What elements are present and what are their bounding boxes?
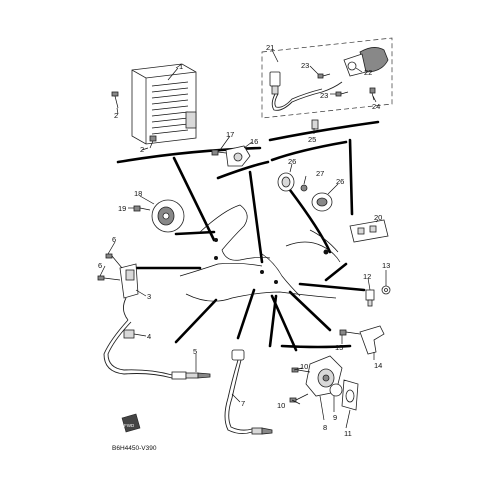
bracket-14 — [359, 325, 385, 355]
callout-19: 19 — [118, 204, 126, 213]
callout-26b: 26 — [336, 177, 344, 186]
leader-sensor-10 — [270, 294, 298, 352]
callout-16: 16 — [250, 137, 258, 146]
callout-23a: 23 — [301, 61, 309, 70]
oring-9 — [329, 383, 343, 397]
sensor-18 — [151, 199, 185, 233]
callout-4: 4 — [147, 332, 151, 341]
callout-18: 18 — [134, 189, 142, 198]
leader-sensor-12 — [298, 282, 366, 292]
fwd-label: FWD — [124, 423, 135, 428]
callout-14: 14 — [374, 361, 382, 370]
connector-dot — [260, 270, 264, 274]
clamp-4 — [123, 329, 135, 339]
clip-25 — [311, 119, 319, 130]
bolt-2a — [111, 91, 119, 109]
callout-5: 5 — [193, 347, 197, 356]
separator-bottom-right — [280, 344, 352, 349]
harness-outline — [179, 204, 341, 302]
part-22-sensor-housing — [343, 47, 389, 77]
callout-20: 20 — [374, 213, 382, 222]
callout-9: 9 — [333, 413, 337, 422]
callout-1: 1 — [179, 62, 183, 71]
callout-25: 25 — [308, 135, 316, 144]
bolt-6b — [97, 275, 121, 281]
bolt-2b — [149, 135, 157, 149]
separator-mid-right — [270, 140, 348, 162]
sensor-26a — [277, 172, 295, 192]
separator-top-right — [268, 120, 380, 142]
callout-23b: 23 — [320, 91, 328, 100]
bolt-15 — [339, 329, 361, 336]
bolt-6a — [105, 253, 123, 269]
nut-27 — [300, 184, 308, 192]
callout-7: 7 — [241, 399, 245, 408]
callout-10b: 10 — [277, 401, 285, 410]
leader-sensor-5 — [236, 288, 256, 340]
sensor-26b — [311, 192, 333, 212]
callout-17: 17 — [226, 130, 234, 139]
callout-24: 24 — [372, 102, 380, 111]
callout-27: 27 — [316, 169, 324, 178]
screw-23b — [335, 91, 349, 97]
callout-21: 21 — [266, 43, 274, 52]
bolt-19 — [133, 205, 151, 212]
callout-leaders — [99, 49, 387, 429]
leader-sensor-26 — [288, 188, 332, 254]
callout-3: 3 — [147, 292, 151, 301]
callout-labels: 1 2 2 3 4 5 6 6 7 8 9 10 10 11 12 13 14 … — [98, 43, 390, 438]
part-21-harness — [269, 71, 343, 111]
callout-10a: 10 — [300, 362, 308, 371]
callout-15: 15 — [335, 343, 343, 352]
connector-dot — [214, 238, 218, 242]
group-21-box — [261, 37, 393, 119]
gasket-11 — [341, 379, 359, 411]
connector-dot — [274, 280, 278, 284]
connector-dot — [323, 249, 329, 255]
sensor-16 — [225, 145, 251, 167]
fwd-badge: FWD — [121, 413, 141, 433]
ecu-unit — [131, 63, 197, 145]
callout-6b: 6 — [98, 261, 102, 270]
leader-ecu — [172, 156, 216, 242]
bolt-10b — [289, 393, 309, 403]
washer-13 — [381, 285, 391, 295]
sensor-3 — [119, 263, 139, 321]
callout-6a: 6 — [112, 235, 116, 244]
callout-13: 13 — [382, 261, 390, 270]
callout-8: 8 — [323, 423, 327, 432]
bolt-17 — [211, 149, 227, 156]
callout-12: 12 — [363, 272, 371, 281]
leader-sensor-20 — [348, 138, 354, 216]
leader-sensor-4 — [174, 298, 218, 344]
screw-23a — [317, 73, 331, 79]
sensor-5-lead — [103, 319, 211, 380]
callout-22: 22 — [364, 68, 372, 77]
leader-sensor-20b — [324, 262, 348, 282]
leader-sensor-16 — [248, 170, 264, 264]
leader-sensor-18 — [174, 230, 216, 236]
callout-26a: 26 — [288, 157, 296, 166]
leader-sensor-15 — [288, 290, 332, 332]
relay-20 — [349, 219, 389, 243]
separator-mid-left — [216, 160, 270, 180]
callout-2a: 2 — [114, 111, 118, 120]
sensor-7 — [224, 349, 273, 435]
sensor-12 — [365, 289, 375, 307]
connector-dot — [214, 256, 218, 260]
separator-lines — [116, 120, 380, 352]
drawing-code: B6H4450-V390 — [112, 445, 157, 452]
callout-11: 11 — [344, 429, 352, 438]
callout-2b: 2 — [140, 145, 144, 154]
